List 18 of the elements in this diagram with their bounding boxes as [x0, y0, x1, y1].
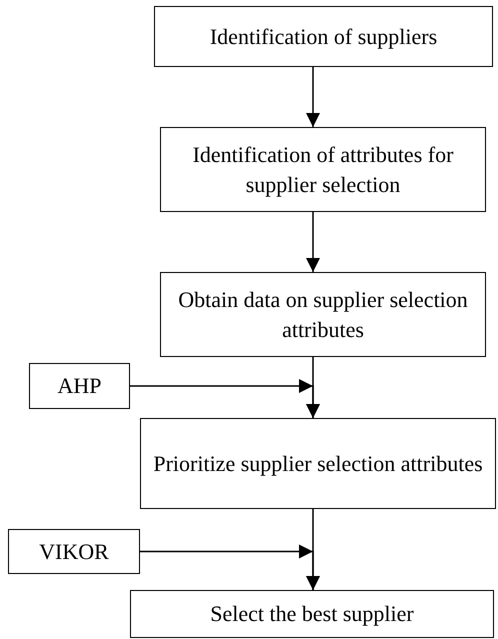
arrow — [130, 379, 320, 418]
box-label: Identification of suppliers — [210, 22, 438, 51]
box-label: Identification of attributes for supplier selection — [192, 140, 454, 199]
arrow — [306, 212, 320, 272]
process-box — [154, 6, 493, 67]
box-label: Prioritize supplier selection attributes — [153, 450, 483, 478]
process-box — [160, 272, 486, 357]
process-box — [130, 590, 494, 638]
process-box — [160, 127, 486, 212]
box-label: VIKOR — [39, 538, 109, 566]
arrow — [140, 544, 320, 590]
process-box — [8, 529, 140, 574]
box-label: Obtain data on supplier selection attributes — [177, 286, 469, 344]
box-label: Select the best supplier — [210, 600, 414, 628]
arrow — [306, 67, 320, 127]
process-box — [140, 418, 496, 509]
box-label: AHP — [57, 372, 102, 400]
process-box — [29, 363, 130, 409]
